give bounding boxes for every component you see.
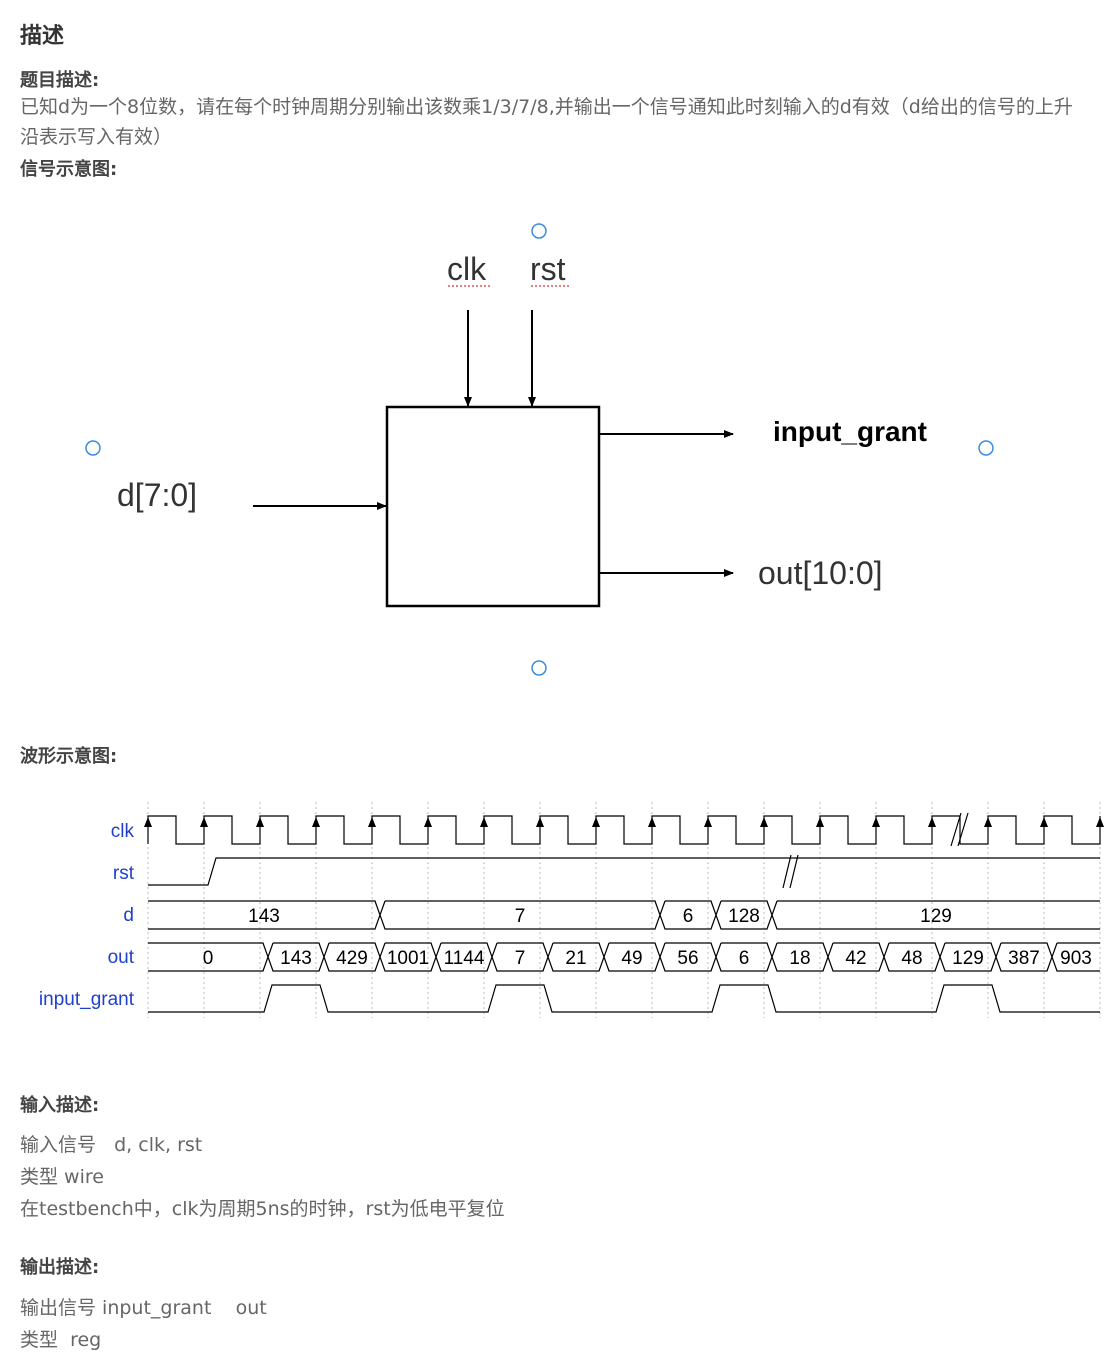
- selection-handle[interactable]: [85, 440, 101, 456]
- module-box: [385, 405, 601, 608]
- clk-edge-marker: [984, 817, 992, 827]
- out-bus-segment: [715, 942, 773, 972]
- clk-edge-marker: [424, 817, 432, 827]
- signal-label-out: out: [108, 947, 135, 968]
- clk-edge-marker: [256, 817, 264, 827]
- clk-edge-marker: [872, 817, 880, 827]
- output-desc-line: 输出信号 input_grant out: [20, 1297, 267, 1319]
- out-bus-segment: [883, 942, 941, 972]
- clk-edge-marker: [592, 817, 600, 827]
- clk-edge-marker: [1096, 817, 1104, 827]
- clk-edge-marker: [704, 817, 712, 827]
- input-desc-label: 输入描述:: [20, 1095, 100, 1116]
- d-bus-segment: [659, 900, 717, 930]
- selection-handle[interactable]: [531, 223, 547, 239]
- clk-edge-marker: [480, 817, 488, 827]
- out-bus-segment: [1051, 942, 1100, 972]
- out-bus-segment: [323, 942, 381, 972]
- out-bus-value: 18: [789, 948, 810, 969]
- clk-edge-marker: [760, 817, 768, 827]
- out-bus-segment: [267, 942, 325, 972]
- out-bus-value: 129: [952, 948, 984, 969]
- out-bus-value: 49: [621, 948, 642, 969]
- clk-edge-marker: [816, 817, 824, 827]
- clk-edge-marker: [312, 817, 320, 827]
- out-bus-value: 21: [565, 948, 586, 969]
- out-bus-value: 143: [280, 948, 312, 969]
- clk-break-mark: [950, 812, 969, 847]
- rst-break-mark: [782, 854, 799, 889]
- clk-edge-marker: [200, 817, 208, 827]
- out-bus-value: 42: [845, 948, 866, 969]
- diagram-clk-label: clk: [447, 251, 487, 287]
- out-bus-value: 1144: [444, 948, 485, 969]
- signal-label-rst: rst: [113, 863, 135, 884]
- out-bus-value: 903: [1060, 948, 1092, 969]
- signal-diagram-label: 信号示意图:: [20, 159, 118, 180]
- signal-diagram: clk rst d[7:0] input_grant out[10:0]: [85, 223, 994, 676]
- clk-edge-marker: [648, 817, 656, 827]
- out-bus-segment: [547, 942, 605, 972]
- diagram-rst-label: rst: [530, 251, 566, 287]
- out-bus-segment: [995, 942, 1053, 972]
- rst-trace: [148, 857, 1100, 886]
- clk-edge-marker: [1040, 817, 1048, 827]
- signal-label-clk: clk: [111, 821, 135, 842]
- d-bus-segment: [715, 900, 773, 930]
- problem-text: 已知d为一个8位数，请在每个时钟周期分别输出该数乘1/3/7/8,并输出一个信号…: [20, 96, 1073, 148]
- output-desc-line: 类型 reg: [20, 1329, 102, 1351]
- d-bus-value: 129: [920, 906, 952, 927]
- clk-edge-marker: [536, 817, 544, 827]
- output-desc-label: 输出描述:: [20, 1257, 100, 1278]
- out-bus-value: 429: [336, 948, 368, 969]
- input-desc-line: 在testbench中，clk为周期5ns的时钟，rst为低电平复位: [20, 1198, 505, 1220]
- diagram-d-label: d[7:0]: [117, 477, 197, 513]
- signal-label-input_grant: input_grant: [39, 989, 135, 1010]
- input-desc-line: 类型 wire: [20, 1166, 104, 1188]
- clk-edge-marker: [144, 817, 152, 827]
- out-bus-value: 1001: [387, 948, 429, 969]
- page-title: 描述: [20, 24, 65, 49]
- input-desc-line: 输入信号 d, clk, rst: [20, 1134, 203, 1156]
- out-bus-value: 48: [901, 948, 922, 969]
- out-bus-segment: [491, 942, 549, 972]
- input-grant-trace: [148, 984, 1100, 1013]
- out-bus-segment: [659, 942, 717, 972]
- out-bus-segment: [939, 942, 997, 972]
- out-bus-segment: [827, 942, 885, 972]
- out-bus-segment: [771, 942, 829, 972]
- clk-trace: [147, 815, 1101, 845]
- signal-label-d: d: [123, 905, 134, 926]
- selection-handle[interactable]: [531, 660, 547, 676]
- clk-edge-marker: [368, 817, 376, 827]
- out-bus-segment: [435, 942, 493, 972]
- selection-handle[interactable]: [978, 440, 994, 456]
- diagram-out-label: out[10:0]: [758, 555, 883, 591]
- out-bus-segment: [379, 942, 437, 972]
- d-bus-value: 7: [515, 906, 526, 927]
- d-bus-segment: [379, 900, 661, 930]
- d-bus-value: 128: [728, 906, 760, 927]
- d-bus-value: 143: [248, 906, 280, 927]
- out-bus-value: 6: [739, 948, 750, 969]
- out-bus-value: 7: [515, 948, 526, 969]
- d-bus-segment: [771, 900, 1100, 930]
- out-bus-value: 0: [203, 948, 214, 969]
- d-bus-value: 6: [683, 906, 694, 927]
- problem-label: 题目描述:: [20, 70, 100, 91]
- diagram-input-grant-label: input_grant: [773, 416, 927, 447]
- out-bus-segment: [603, 942, 661, 972]
- waveform-label: 波形示意图:: [20, 746, 118, 767]
- clk-edge-marker: [928, 817, 936, 827]
- out-bus-value: 56: [677, 948, 698, 969]
- out-bus-value: 387: [1008, 948, 1040, 969]
